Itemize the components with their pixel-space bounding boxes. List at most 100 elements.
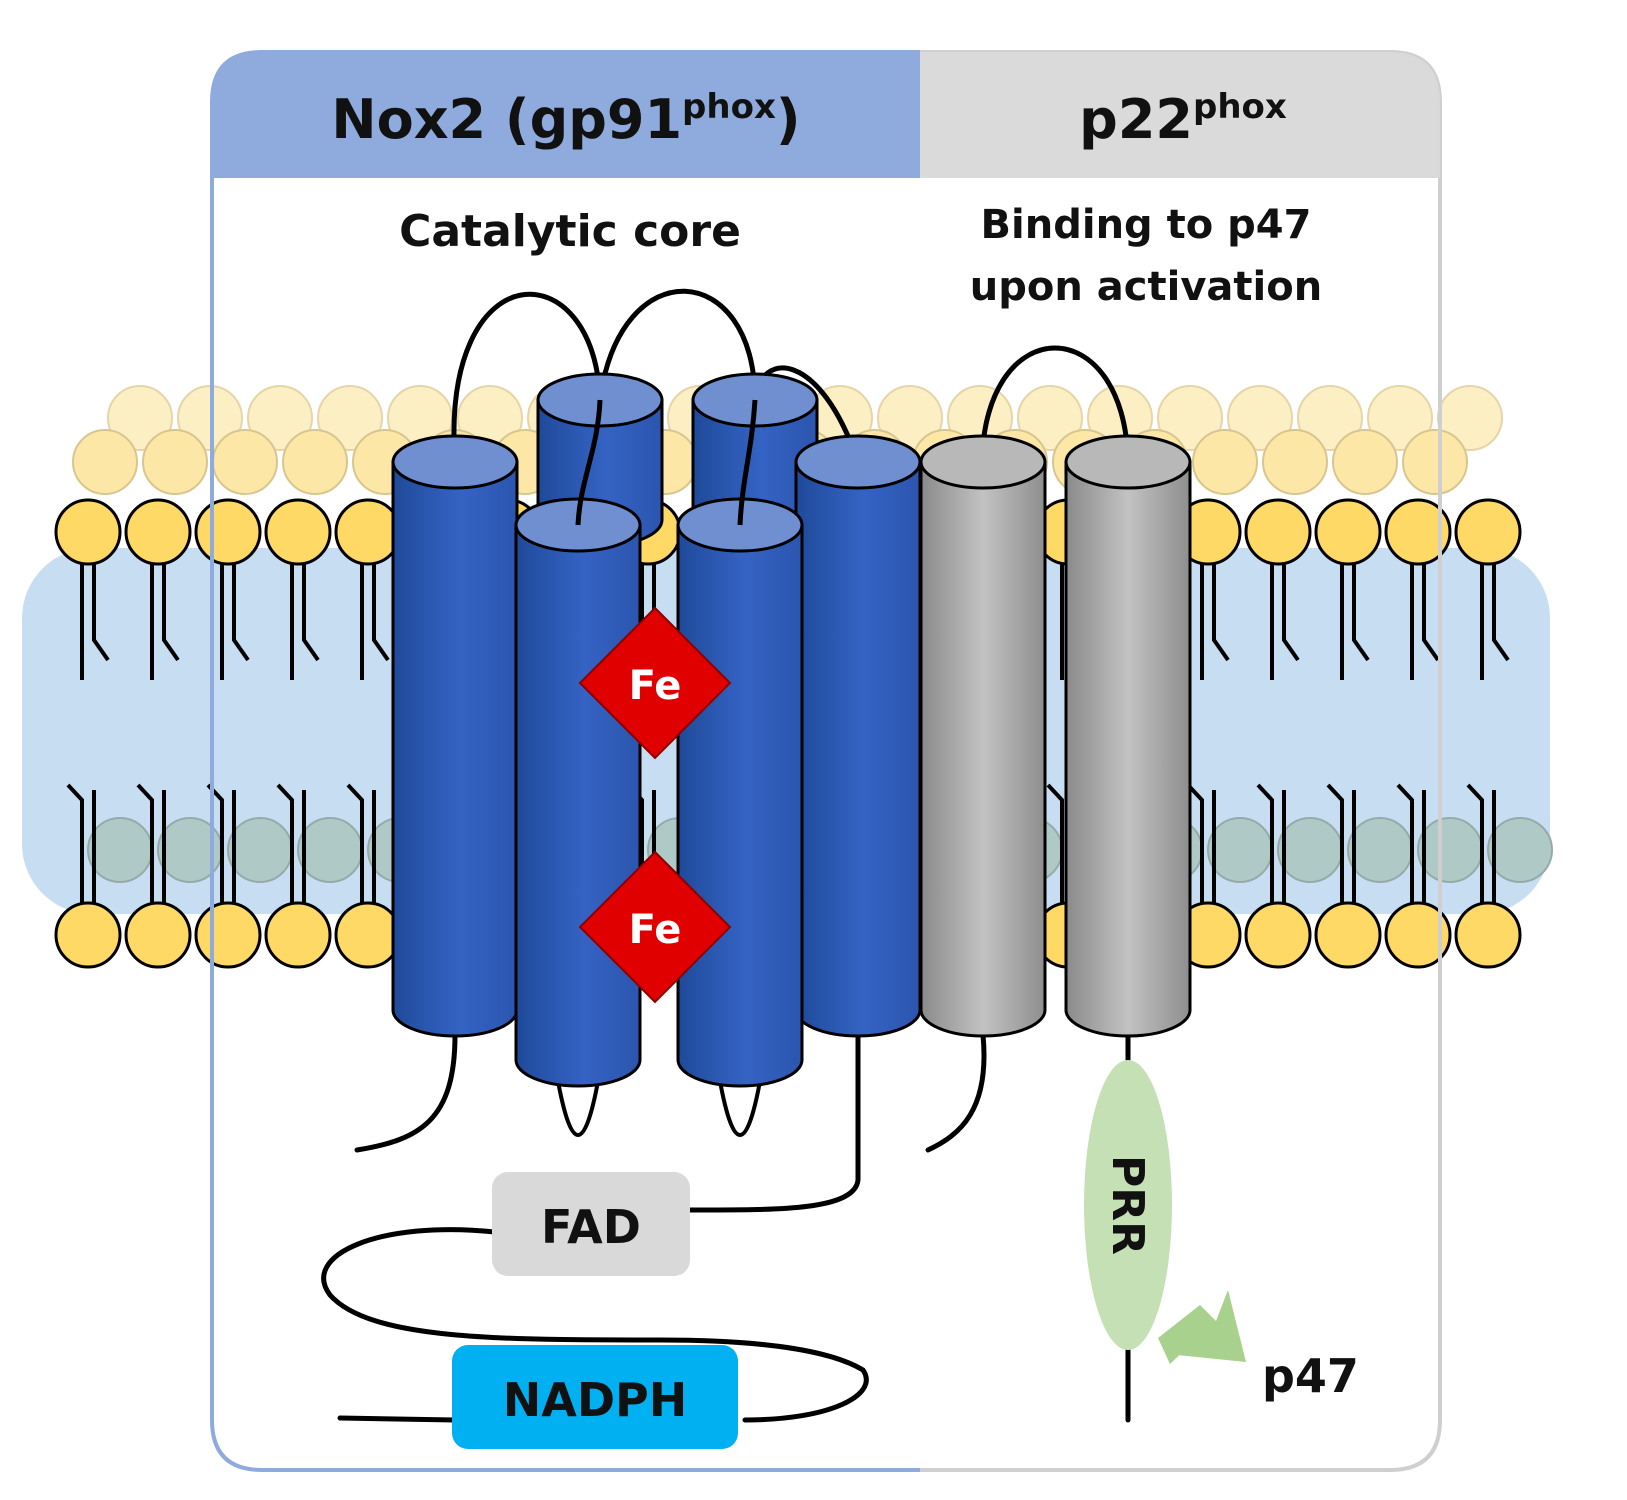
lipid-head [334, 901, 402, 969]
p22-title: p22phox [1079, 87, 1287, 151]
iron-diamond-icon [578, 850, 732, 1004]
lipid-head-back-lower [87, 817, 153, 883]
helix-body [794, 460, 922, 1038]
lipid-tail-upper [1200, 560, 1230, 680]
lipid-head-back-lower [227, 817, 293, 883]
p22-helix-2 [1064, 434, 1192, 1038]
lipid-head-back-lower [1487, 817, 1553, 883]
helix-top [391, 434, 519, 490]
lipid-head-back [282, 429, 348, 495]
helix-body [919, 460, 1047, 1038]
helix-top [919, 434, 1047, 490]
lipid-head-back-lower [1207, 817, 1273, 883]
nadph-box [452, 1345, 738, 1449]
lipid-head [264, 901, 332, 969]
prr-label: PRR [1102, 1155, 1153, 1255]
p22-n-terminus [925, 1032, 987, 1153]
p22-helix-1 [919, 434, 1047, 1038]
lipid-head-back-lower [1277, 817, 1343, 883]
lipid-head [1454, 498, 1522, 566]
lipid-head-back [72, 429, 138, 495]
p22-header-bar [920, 52, 1440, 178]
nox2-helix-4 [676, 497, 804, 1137]
lipid-tail-lower [276, 783, 306, 905]
fad-box [492, 1172, 690, 1276]
nox2-subtitle: Catalytic core [399, 206, 741, 257]
lipid-tail-lower [1186, 783, 1216, 905]
iron-diamond-icon [578, 606, 732, 760]
lipid-head [54, 901, 122, 969]
lipid-head [1314, 498, 1382, 566]
lipid-head [1314, 901, 1382, 969]
nox2-tail-fad-to-nadph [321, 1227, 869, 1423]
lipid-head [1454, 901, 1522, 969]
nox2-helix-1 [391, 434, 519, 1038]
fe-label-top: Fe [629, 663, 682, 709]
cofactors: FAD NADPH [452, 1172, 738, 1449]
lipid-head-back [1402, 429, 1468, 495]
lipid-tail-upper [1410, 560, 1440, 680]
p22-subtitle-line2: upon activation [970, 264, 1322, 310]
helix-body [514, 523, 642, 1088]
nox2-header-bar [212, 52, 920, 178]
nox2-tail-to-fad [685, 1032, 861, 1213]
lipid-head [334, 498, 402, 566]
loop-p22 [979, 345, 1131, 465]
lipid-tail-upper [360, 560, 390, 680]
lipid-head-back [107, 385, 173, 451]
lipid-tail-upper [1340, 560, 1370, 680]
lipid-head-back [317, 385, 383, 451]
lipid-head [194, 498, 262, 566]
lipid-head-back [1192, 429, 1258, 495]
helix-body [391, 460, 519, 1038]
nox2-helix-2 [514, 497, 642, 1137]
lipid-tail-upper [220, 560, 250, 680]
helix-top [1064, 434, 1192, 490]
loop-1 [451, 291, 603, 465]
lipid-tail-lower [1326, 783, 1356, 905]
lipid-head-back [1332, 429, 1398, 495]
transmembrane-helices [391, 372, 1192, 1137]
lipid-tail-upper [1480, 560, 1510, 680]
loop-2 [597, 288, 758, 403]
nox2-n-terminus [354, 1032, 458, 1153]
loop-connector [737, 399, 758, 526]
helix-top [794, 434, 922, 490]
lipid-head [264, 498, 332, 566]
fad-label: FAD [541, 1200, 641, 1254]
lipid-head [194, 901, 262, 969]
p22-subtitle-line1: Binding to p47 [981, 202, 1312, 248]
lipid-head [124, 498, 192, 566]
lipid-tail-lower [66, 783, 96, 905]
helix-body [1064, 460, 1192, 1038]
lipid-head-back [1157, 385, 1223, 451]
p47-label: p47 [1262, 1349, 1359, 1403]
lipid-head [1384, 901, 1452, 969]
lipid-tail-upper [150, 560, 180, 680]
helix-body [676, 523, 804, 1088]
lipid-head [1384, 498, 1452, 566]
lipid-head-back [1297, 385, 1363, 451]
heme-irons: Fe Fe [578, 606, 732, 1004]
nox2-c-terminus [337, 1415, 458, 1423]
lipid-head [1244, 498, 1312, 566]
panels: Nox2 (gp91phox) p22phox Catalytic core B… [210, 50, 1442, 1472]
fe-label-bottom: Fe [629, 907, 682, 953]
lipid-tail-lower [136, 783, 166, 905]
arrow-icon [1158, 1290, 1246, 1364]
lipid-tail-upper [80, 560, 110, 680]
lipid-head [124, 901, 192, 969]
loops [321, 288, 1131, 1423]
lipid-head-back [142, 429, 208, 495]
nadph-label: NADPH [503, 1373, 688, 1427]
prr-ellipse [1084, 1060, 1172, 1350]
lipid-tail-upper [1270, 560, 1300, 680]
lipid-head-back [1227, 385, 1293, 451]
lipid-tail-upper [290, 560, 320, 680]
lipid-head-back [1262, 429, 1328, 495]
lipid-head-back [1017, 385, 1083, 451]
nox2-title: Nox2 (gp91phox) [331, 87, 800, 151]
lipid-tail-lower [1256, 783, 1286, 905]
nox2-helix-6 [794, 434, 922, 1038]
